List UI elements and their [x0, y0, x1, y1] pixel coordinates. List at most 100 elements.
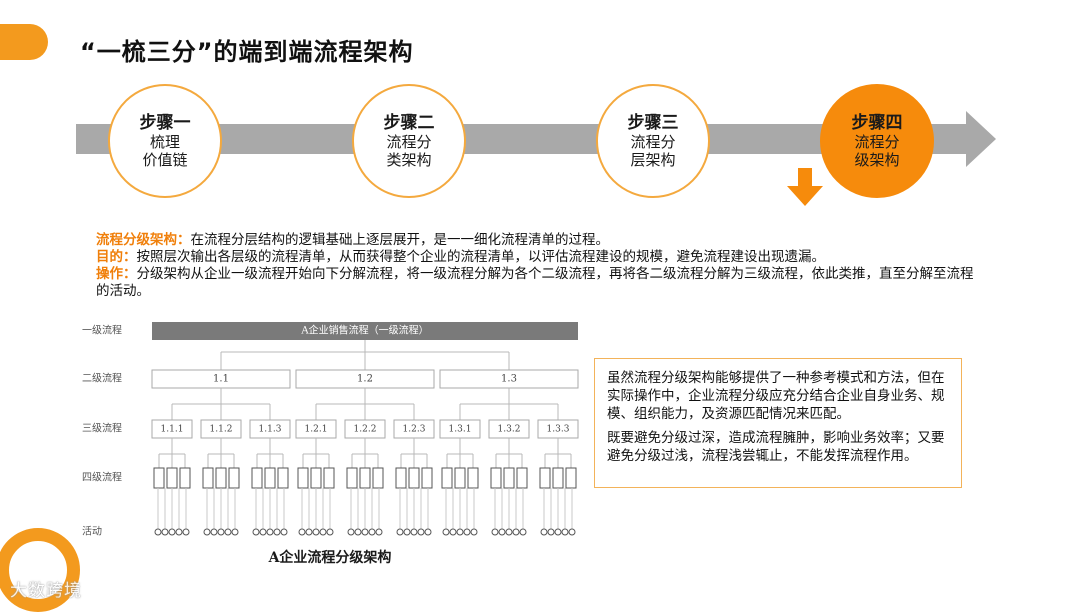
level4-box [441, 467, 453, 489]
activity-node [456, 528, 464, 536]
activity-node [231, 528, 239, 536]
step-2-desc-line2: 类架构 [386, 151, 432, 169]
definition-label-2: 目的： [96, 249, 137, 265]
level4-box [421, 467, 433, 489]
level3-label: 1.2.2 [354, 425, 377, 435]
step-3-desc-line1: 流程分 [630, 133, 676, 151]
activity-node [266, 528, 274, 536]
level4-box [454, 467, 466, 489]
activity-node [252, 528, 260, 536]
level2-label: 1.1 [213, 374, 229, 385]
activity-node [273, 528, 281, 536]
level4-box [346, 467, 358, 489]
level4-box [166, 467, 178, 489]
level3-label: 1.3.1 [449, 425, 472, 435]
definition-label-1: 流程分级架构： [96, 232, 191, 248]
note-box: 虽然流程分级架构能够提供了一种参考模式和方法，但在实际操作中，企业流程分级应充分… [594, 358, 962, 488]
activity-node [540, 528, 548, 536]
activity-node [168, 528, 176, 536]
note-paragraph-2: 既要避免分级过深，造成流程臃肿，影响业务效率；又要避免分级过浅，流程浅尝辄止，不… [607, 430, 945, 464]
step-2-title: 步骤二 [383, 113, 435, 133]
activity-node [210, 528, 218, 536]
activity-node [319, 528, 327, 536]
activity-node [491, 528, 499, 536]
process-arrow-bar [76, 124, 968, 154]
row-label-1: 一级流程 [82, 324, 122, 337]
step-1-circle: 步骤一 梳理 价值链 [108, 84, 222, 198]
activity-node [498, 528, 506, 536]
row-label-5: 活动 [82, 526, 102, 538]
level4-box [516, 467, 528, 489]
activity-node [505, 528, 513, 536]
step-2-circle: 步骤二 流程分 类架构 [352, 84, 466, 198]
activity-node [463, 528, 471, 536]
level4-box [179, 467, 191, 489]
level4-box [323, 467, 335, 489]
level3-label: 1.1.3 [259, 425, 282, 435]
step-1-desc-line1: 梳理 [149, 133, 180, 151]
activity-node [375, 528, 383, 536]
activity-node [161, 528, 169, 536]
activity-node [403, 528, 411, 536]
activity-node [175, 528, 183, 536]
activity-node [396, 528, 404, 536]
level4-box [202, 467, 214, 489]
activity-node [470, 528, 478, 536]
brand-watermark: 大数跨境 [10, 581, 82, 601]
row-label-2: 二级流程 [82, 372, 122, 385]
activity-node [154, 528, 162, 536]
activity-node [519, 528, 527, 536]
step-3-desc-line2: 层架构 [630, 151, 676, 169]
activity-node [368, 528, 376, 536]
activity-node [568, 528, 576, 536]
level4-box [565, 467, 577, 489]
definition-label-3: 操作： [96, 266, 137, 282]
definition-text-1: 在流程分层结构的逻辑基础上逐层展开，是一一细化流程清单的过程。 [190, 232, 610, 248]
level2-label: 1.3 [501, 374, 517, 385]
level4-box [467, 467, 479, 489]
activity-node [361, 528, 369, 536]
activity-node [326, 528, 334, 536]
level4-box [372, 467, 384, 489]
level4-box [228, 467, 240, 489]
down-arrow-icon [787, 168, 823, 206]
level4-box [395, 467, 407, 489]
level4-box [215, 467, 227, 489]
definition-line-1: 流程分级架构：在流程分层结构的逻辑基础上逐层展开，是一一细化流程清单的过程。 [96, 232, 976, 249]
level4-box [539, 467, 551, 489]
definition-text-block: 流程分级架构：在流程分层结构的逻辑基础上逐层展开，是一一细化流程清单的过程。 目… [96, 232, 976, 300]
activity-node [512, 528, 520, 536]
level4-box [251, 467, 263, 489]
level3-label: 1.2.1 [305, 425, 328, 435]
activity-node [547, 528, 555, 536]
step-1-title: 步骤一 [139, 113, 191, 133]
level4-box [490, 467, 502, 489]
level4-box [359, 467, 371, 489]
activity-node [347, 528, 355, 536]
level4-box [153, 467, 165, 489]
step-4-title: 步骤四 [851, 113, 903, 133]
activity-node [417, 528, 425, 536]
activity-node [259, 528, 267, 536]
activity-node [424, 528, 432, 536]
diagram-caption: A企业流程分级架构 [268, 550, 392, 566]
activity-node [442, 528, 450, 536]
corner-accent-tab [0, 24, 48, 60]
activity-node [554, 528, 562, 536]
level4-box [277, 467, 289, 489]
level1-bar [152, 322, 578, 340]
row-label-3: 三级流程 [82, 422, 122, 435]
definition-text-2: 按照层次输出各层级的流程清单，从而获得整个企业的流程清单，以评估流程建设的规模，… [136, 249, 826, 265]
step-2-desc-line1: 流程分 [386, 133, 432, 151]
level1-label: A企业销售流程（一级流程） [300, 324, 428, 337]
level4-box [310, 467, 322, 489]
activity-node [305, 528, 313, 536]
definition-text-3: 分级架构从企业一级流程开始向下分解流程，将一级流程分解为各个二级流程，再将各二级… [96, 266, 974, 299]
step-1-desc-line2: 价值链 [142, 151, 188, 169]
row-label-4: 四级流程 [82, 471, 122, 484]
level3-label: 1.1.1 [161, 425, 184, 435]
level3-label: 1.3.2 [498, 425, 521, 435]
level2-label: 1.2 [357, 374, 373, 385]
activity-node [182, 528, 190, 536]
